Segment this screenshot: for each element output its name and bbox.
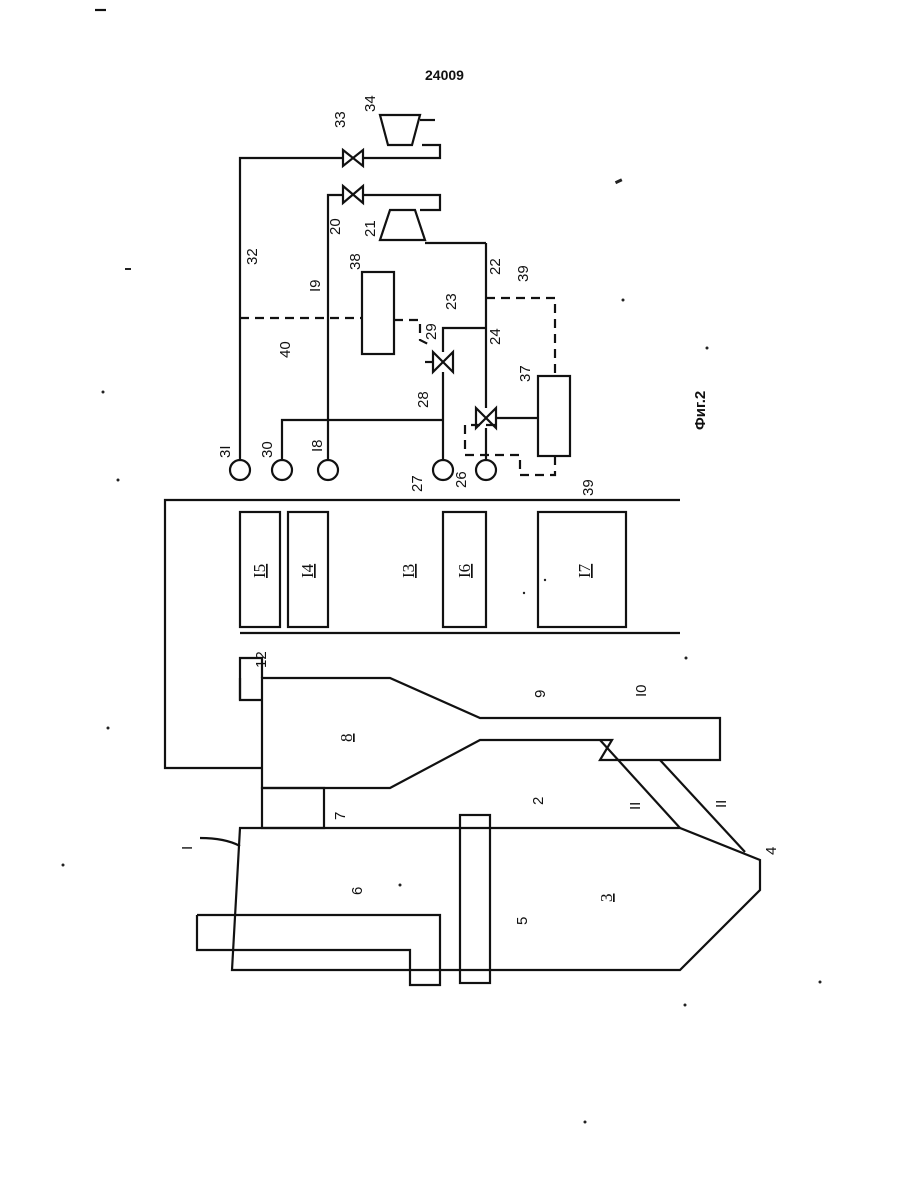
label-33: 33 xyxy=(332,111,349,128)
return-leg-11b xyxy=(660,760,745,852)
label-38: 38 xyxy=(347,253,364,270)
label-10: I0 xyxy=(633,684,650,697)
label-34: 34 xyxy=(362,95,379,112)
label-6: 6 xyxy=(349,887,366,895)
label-12: 12 xyxy=(253,651,270,668)
gas-duct-12b xyxy=(240,678,262,700)
label-9: 9 xyxy=(532,690,549,698)
labels: I 2 3 4 5 6 7 8 9 I0 II II 12 I3 I4 I5 I… xyxy=(179,95,780,925)
collector-27 xyxy=(433,460,453,480)
label-15: I5 xyxy=(250,564,269,578)
label-30: 30 xyxy=(259,441,276,458)
label-7: 7 xyxy=(332,812,349,820)
label-18: I8 xyxy=(309,439,326,452)
label-1-leader xyxy=(200,838,240,846)
label-24: 24 xyxy=(487,328,504,345)
turbine-21 xyxy=(380,210,425,240)
valve-33 xyxy=(343,150,363,166)
collector-18 xyxy=(318,460,338,480)
label-4: 4 xyxy=(763,847,780,855)
label-27: 27 xyxy=(409,475,426,492)
furnace-body xyxy=(232,828,760,970)
turbine-34 xyxy=(380,115,420,145)
label-19: I9 xyxy=(307,279,324,292)
valve-29 xyxy=(433,352,453,372)
burner-5 xyxy=(460,815,490,983)
label-2: 2 xyxy=(530,797,547,805)
label-22: 22 xyxy=(487,258,504,275)
label-11b: II xyxy=(713,800,730,808)
valve-20 xyxy=(343,186,363,203)
signal-39-bottom xyxy=(465,425,555,475)
label-8: 8 xyxy=(337,734,356,743)
cyclone-8 xyxy=(262,678,720,788)
figure-caption: Фиг.2 xyxy=(692,391,709,430)
pipe-32b xyxy=(363,145,440,158)
label-28: 28 xyxy=(415,391,432,408)
label-20: 20 xyxy=(327,218,344,235)
connector-7 xyxy=(262,788,324,828)
label-29: 29 xyxy=(423,323,440,340)
label-39a: 39 xyxy=(515,265,532,282)
controller-37 xyxy=(538,376,570,456)
label-21: 21 xyxy=(362,220,379,237)
pipe-19b xyxy=(363,195,440,210)
label-16: I6 xyxy=(455,564,474,578)
label-3: 3 xyxy=(597,894,616,903)
label-5: 5 xyxy=(514,917,531,925)
pipe-23 xyxy=(443,328,486,352)
label-31: 3I xyxy=(217,445,234,458)
label-13: I3 xyxy=(399,564,418,578)
controller-38 xyxy=(362,272,394,354)
collector-26 xyxy=(476,460,496,480)
label-32: 32 xyxy=(244,248,261,265)
label-26: 26 xyxy=(453,471,470,488)
label-37: 37 xyxy=(517,365,534,382)
collector-31 xyxy=(230,460,250,480)
label-1: I xyxy=(179,846,196,850)
label-14: I4 xyxy=(298,563,317,578)
scan-specks xyxy=(62,178,822,1123)
return-leg-11a xyxy=(600,740,680,828)
label-23: 23 xyxy=(443,293,460,310)
pipe-28 xyxy=(282,420,443,460)
document-number: 24009 xyxy=(425,67,464,83)
label-40: 40 xyxy=(277,341,294,358)
label-17: I7 xyxy=(575,563,594,578)
label-39b: 39 xyxy=(580,479,597,496)
collector-30 xyxy=(272,460,292,480)
label-11a: II xyxy=(627,802,644,810)
